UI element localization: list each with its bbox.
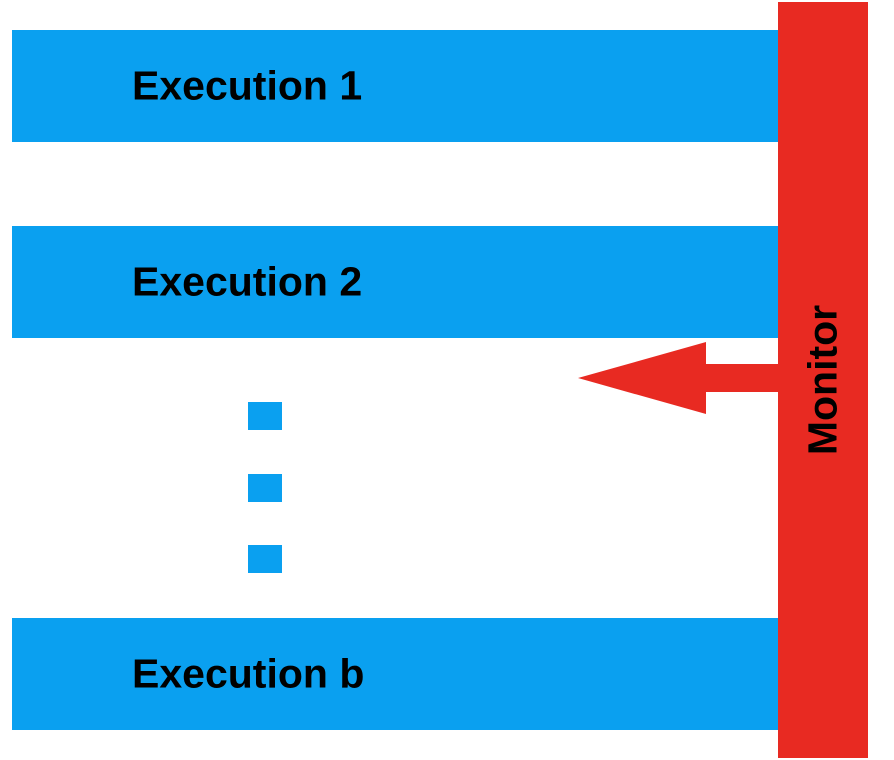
arrow-left-icon — [578, 342, 784, 414]
ellipsis-dot-3 — [248, 545, 282, 573]
execution-label-1: Execution 1 — [132, 62, 363, 109]
execution-label-b: Execution b — [132, 650, 365, 697]
execution-label-2: Execution 2 — [132, 258, 363, 305]
monitor-bar: Monitor — [778, 2, 868, 758]
ellipsis-dot-2 — [248, 474, 282, 502]
execution-bar-2: Execution 2 — [12, 226, 782, 338]
monitor-label: Monitor — [799, 304, 846, 456]
execution-bar-1: Execution 1 — [12, 30, 782, 142]
execution-bar-b: Execution b — [12, 618, 782, 730]
ellipsis-dot-1 — [248, 402, 282, 430]
